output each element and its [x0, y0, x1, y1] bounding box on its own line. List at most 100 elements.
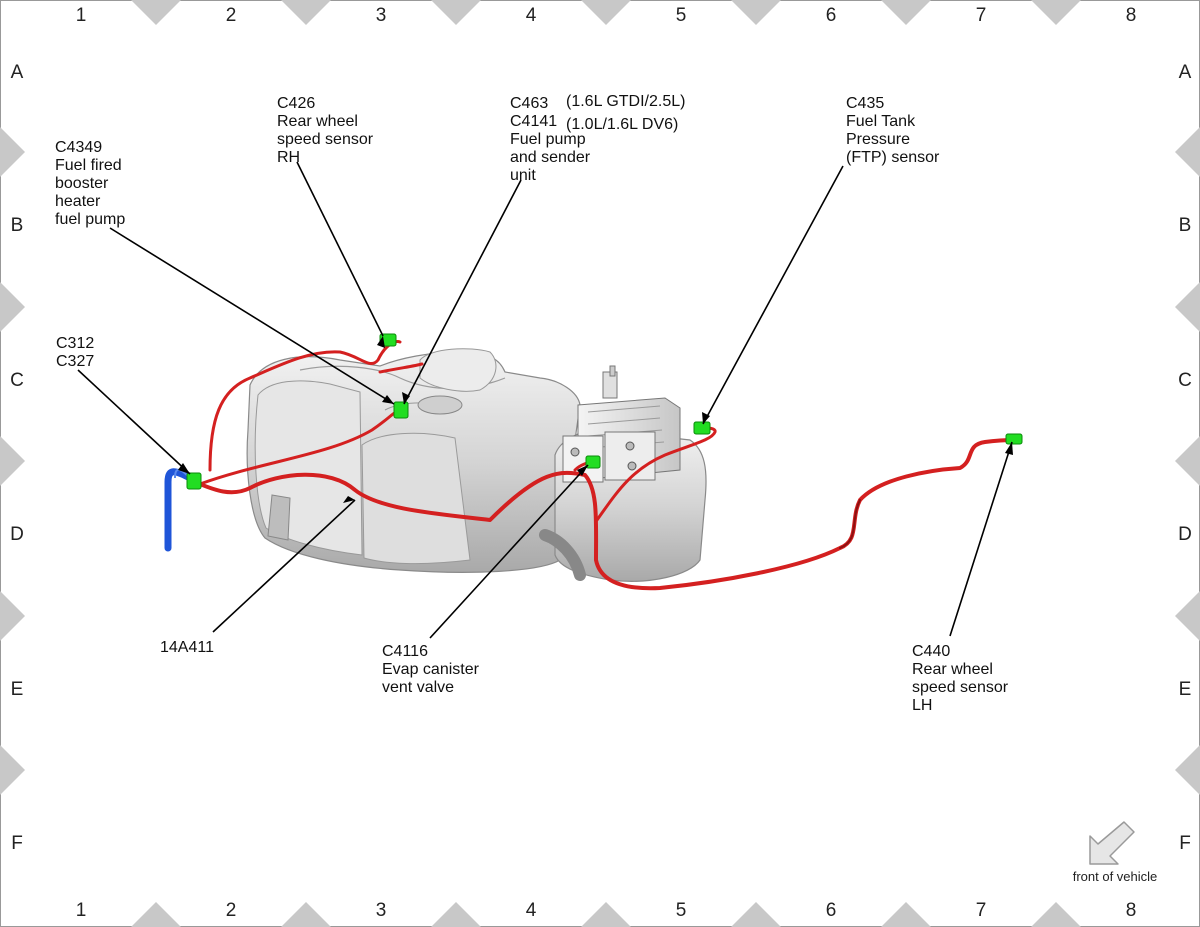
col-4-top: 4: [526, 5, 537, 26]
row-f-left: F: [11, 833, 23, 854]
callout-c426-line3: speed sensor: [277, 131, 374, 148]
right-marker-2: [1175, 282, 1200, 332]
callout-c4349-line3: booster: [55, 175, 109, 192]
col-7-bottom: 7: [976, 900, 987, 921]
callout-c463-line5: unit: [510, 167, 536, 184]
callout-c426: C426 Rear wheel speed sensor RH: [277, 95, 374, 166]
bottom-marker-5: [731, 902, 781, 927]
callout-c463-note2: (1.0L/1.6L DV6): [566, 116, 678, 133]
fuel-tank: [246, 348, 707, 582]
callout-c312-line2: C327: [56, 353, 94, 370]
col-3-bottom: 3: [376, 900, 387, 921]
arrowheads: [178, 336, 1013, 503]
connectors: [186, 333, 1023, 490]
row-b-right: B: [1179, 215, 1192, 236]
callout-c463-note1: (1.6L GTDI/2.5L): [566, 93, 685, 110]
left-marker-5: [0, 745, 25, 795]
connector-c463: [393, 401, 409, 419]
callout-c463: C463 C4141 Fuel pump and sender unit (1.…: [510, 93, 685, 184]
callout-c435-line4: (FTP) sensor: [846, 149, 940, 166]
side-grid-markers: [0, 127, 1200, 795]
row-a-right: A: [1179, 62, 1192, 83]
callout-c4349-line4: heater: [55, 193, 101, 210]
left-marker-4: [0, 591, 25, 641]
callout-c4116-line3: vent valve: [382, 679, 454, 696]
right-marker-5: [1175, 745, 1200, 795]
row-e-left: E: [11, 679, 24, 700]
callout-c440-line1: C440: [912, 643, 950, 660]
front-arrow-icon: [1089, 821, 1135, 865]
left-marker-1: [0, 127, 25, 177]
col-8-bottom: 8: [1126, 900, 1137, 921]
right-marker-1: [1175, 127, 1200, 177]
row-c-right: C: [1178, 370, 1192, 391]
connector-c312: [186, 472, 202, 490]
row-a-left: A: [11, 62, 24, 83]
callout-c312-line1: C312: [56, 335, 94, 352]
row-labels-right: A B C D E F: [1178, 62, 1192, 854]
bottom-marker-1: [131, 902, 181, 927]
row-e-right: E: [1179, 679, 1192, 700]
callout-c435-line2: Fuel Tank: [846, 113, 916, 130]
col-2-bottom: 2: [226, 900, 237, 921]
callout-c435: C435 Fuel Tank Pressure (FTP) sensor: [846, 95, 940, 166]
bottom-marker-2: [281, 902, 331, 927]
col-3-top: 3: [376, 5, 387, 26]
top-marker-3: [431, 0, 481, 25]
left-marker-2: [0, 282, 25, 332]
callout-c4116-line1: C4116: [382, 643, 428, 660]
top-grid-markers: [131, 0, 1081, 927]
col-6-bottom: 6: [826, 900, 837, 921]
callout-c463-line3: Fuel pump: [510, 131, 586, 148]
callout-c4116-line2: Evap canister: [382, 661, 480, 678]
col-4-bottom: 4: [526, 900, 537, 921]
callout-c426-line2: Rear wheel: [277, 113, 358, 130]
connector-c4116: [585, 455, 601, 469]
col-1-top: 1: [76, 5, 87, 26]
leader-lines: [77, 161, 1013, 639]
front-of-vehicle-indicator: front of vehicle: [1073, 821, 1158, 884]
col-8-top: 8: [1126, 5, 1137, 26]
column-labels-top: 1 2 3 4 5 6 7 8: [76, 5, 1137, 26]
callout-c440-line2: Rear wheel: [912, 661, 993, 678]
callout-14a411-line1: 14A411: [160, 639, 214, 656]
callout-c4349-line1: C4349: [55, 139, 102, 156]
col-7-top: 7: [976, 5, 987, 26]
callout-c463-line1: C463: [510, 95, 548, 112]
col-2-top: 2: [226, 5, 237, 26]
row-d-left: D: [10, 524, 24, 545]
top-marker-4: [581, 0, 631, 25]
connector-c440: [1005, 433, 1023, 445]
bottom-marker-7: [1031, 902, 1081, 927]
callout-14a411: 14A411: [160, 639, 214, 656]
callout-c435-line3: Pressure: [846, 131, 910, 148]
row-c-left: C: [10, 370, 24, 391]
row-d-right: D: [1178, 524, 1192, 545]
front-of-vehicle-label: front of vehicle: [1073, 869, 1158, 884]
callout-c440: C440 Rear wheel speed sensor LH: [912, 643, 1009, 714]
callout-c4349-line2: Fuel fired: [55, 157, 122, 174]
top-marker-1: [131, 0, 181, 25]
top-marker-2: [281, 0, 331, 25]
right-marker-3: [1175, 436, 1200, 486]
red-harness: [193, 340, 1017, 591]
connector-c435: [693, 421, 711, 435]
callout-c440-line3: speed sensor: [912, 679, 1009, 696]
callout-c435-line1: C435: [846, 95, 884, 112]
col-6-top: 6: [826, 5, 837, 26]
bottom-marker-6: [881, 902, 931, 927]
row-f-right: F: [1179, 833, 1191, 854]
callout-c312: C312 C327: [56, 335, 94, 370]
top-marker-5: [731, 0, 781, 25]
callout-c426-line1: C426: [277, 95, 315, 112]
callout-c463-line2: C4141: [510, 113, 557, 130]
top-marker-6: [881, 0, 931, 25]
left-marker-3: [0, 436, 25, 486]
col-5-top: 5: [676, 5, 687, 26]
col-1-bottom: 1: [76, 900, 87, 921]
callout-c440-line4: LH: [912, 697, 932, 714]
callout-c4349: C4349 Fuel fired booster heater fuel pum…: [55, 139, 125, 228]
column-labels-bottom: 1 2 3 4 5 6 7 8: [76, 900, 1137, 921]
right-marker-4: [1175, 591, 1200, 641]
